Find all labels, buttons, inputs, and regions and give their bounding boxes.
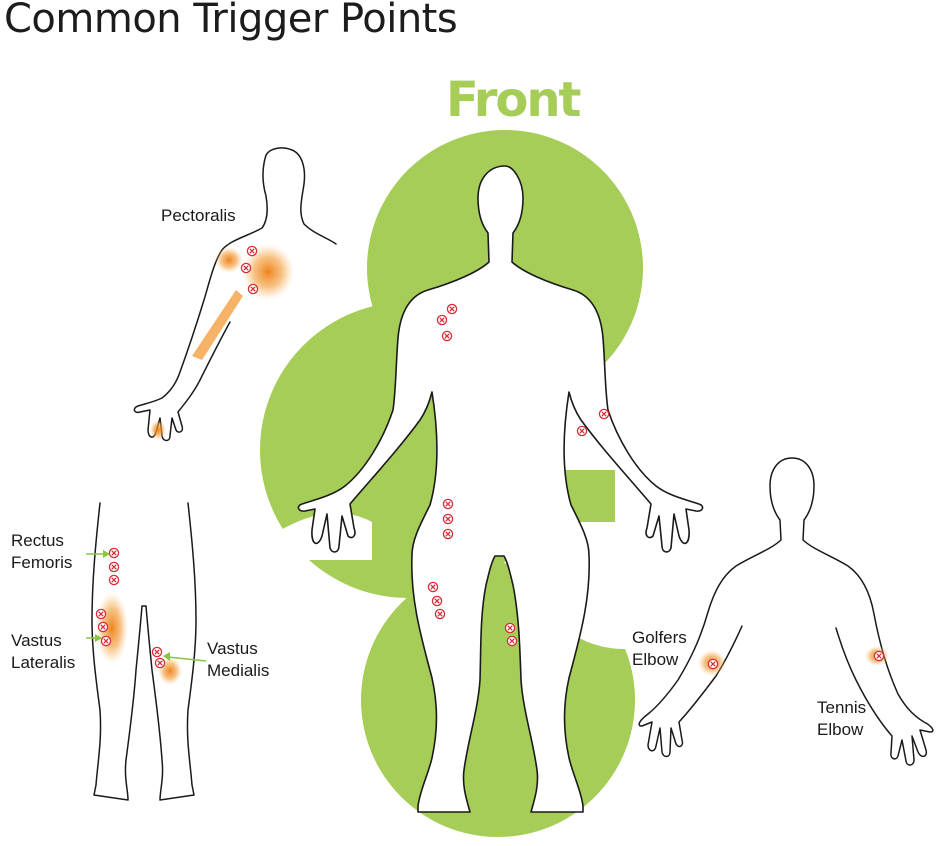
arrow-vastus-medialis — [167, 656, 207, 662]
trigger-point-marker — [504, 622, 516, 634]
label-tennis-elbow: Tennis Elbow — [817, 698, 867, 739]
view-label-front: Front — [446, 72, 581, 128]
pain-area-pectoral-hand — [150, 420, 166, 440]
label-pectoralis: Pectoralis — [161, 206, 236, 225]
trigger-point-marker — [598, 408, 610, 420]
label-arrows — [86, 550, 207, 662]
trigger-point-marker — [576, 425, 588, 437]
trigger-point-marker — [95, 608, 107, 620]
trigger-point-marker — [108, 574, 120, 586]
trigger-point-marker — [441, 330, 453, 342]
trigger-point-marker — [100, 635, 112, 647]
trigger-point-markers — [95, 245, 885, 670]
trigger-point-marker — [247, 283, 259, 295]
trigger-point-marker — [434, 608, 446, 620]
trigger-point-marker — [97, 621, 109, 633]
pain-area-pectoral-arm-streak — [192, 290, 243, 360]
trigger-point-marker — [427, 581, 439, 593]
trigger-point-marker — [431, 595, 443, 607]
arms-figure-outline — [638, 457, 934, 766]
trigger-point-marker — [707, 658, 719, 670]
trigger-point-marker — [154, 657, 166, 669]
trigger-point-marker — [506, 635, 518, 647]
trigger-point-marker — [108, 561, 120, 573]
trigger-point-marker — [246, 245, 258, 257]
pectoralis-figure-outline — [133, 147, 337, 442]
front-body-outline — [297, 165, 704, 813]
trigger-point-marker — [442, 513, 454, 525]
trigger-point-marker — [873, 650, 885, 662]
trigger-point-marker — [108, 547, 120, 559]
trigger-point-marker — [151, 646, 163, 658]
label-golfers-elbow: Golfers Elbow — [632, 628, 687, 669]
trigger-point-marker — [446, 303, 458, 315]
page-title: Common Trigger Points — [4, 0, 458, 42]
pain-area-pectoral-shoulder — [215, 247, 243, 273]
label-vastus-lateralis: Vastus Lateralis — [11, 631, 76, 672]
trigger-point-marker — [240, 262, 252, 274]
label-rectus-femoris: Rectus Femoris — [11, 531, 73, 572]
trigger-point-marker — [442, 528, 454, 540]
trigger-point-marker — [436, 314, 448, 326]
trigger-point-marker — [442, 498, 454, 510]
label-vastus-medialis: Vastus Medialis — [207, 639, 270, 680]
